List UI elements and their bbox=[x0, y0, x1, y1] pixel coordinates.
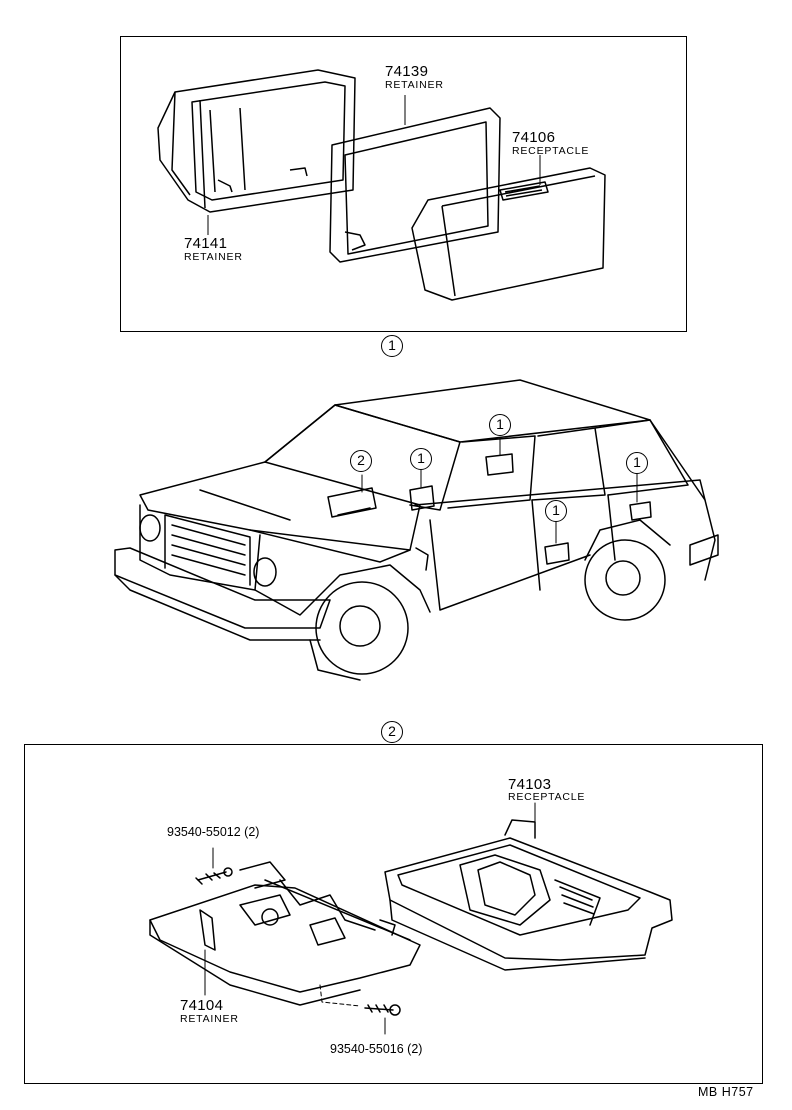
part-name-74141: RETAINER bbox=[184, 251, 243, 263]
diagram-code: MB H757 bbox=[698, 1085, 754, 1099]
screw-top bbox=[197, 871, 227, 881]
callout-1-windshield: 1 bbox=[410, 448, 432, 470]
callout-1-inset: 1 bbox=[381, 335, 403, 357]
part-name-74104: RETAINER bbox=[180, 1013, 239, 1025]
part-name-74139: RETAINER bbox=[385, 79, 444, 91]
inset-1-frame bbox=[120, 36, 687, 332]
screw-part-number-bottom: 93540-55016 (2) bbox=[330, 1042, 423, 1056]
vehicle-rear-wheel bbox=[584, 539, 666, 621]
vehicle-front-wheel bbox=[315, 581, 409, 675]
callout-1-rear: 1 bbox=[626, 452, 648, 474]
callout-1-upper: 1 bbox=[489, 414, 511, 436]
vehicle-front-bumper bbox=[114, 547, 331, 629]
callout-1-door: 1 bbox=[545, 500, 567, 522]
part-number-74106: 74106 bbox=[512, 129, 556, 146]
part-name-74106: RECEPTACLE bbox=[512, 145, 590, 157]
part-number-74139: 74139 bbox=[385, 63, 429, 80]
part-number-74104: 74104 bbox=[180, 997, 224, 1014]
vehicle-hood bbox=[139, 461, 421, 563]
screw-part-number-top: 93540-55012 (2) bbox=[167, 825, 260, 839]
retainer-74104-shape bbox=[149, 884, 421, 993]
receptacle-74103-shape bbox=[384, 837, 673, 961]
part-number-74103: 74103 bbox=[508, 776, 552, 793]
inset-2-frame bbox=[24, 744, 763, 1084]
receptacle-74106-shape bbox=[411, 167, 606, 301]
part-number-74141: 74141 bbox=[184, 235, 228, 252]
part-name-74103: RECEPTACLE bbox=[508, 791, 586, 803]
callout-2-inset: 2 bbox=[381, 721, 403, 743]
retainer-74139-shape bbox=[329, 107, 501, 263]
callout-2-dash: 2 bbox=[350, 450, 372, 472]
retainer-74141-shape bbox=[157, 69, 356, 213]
